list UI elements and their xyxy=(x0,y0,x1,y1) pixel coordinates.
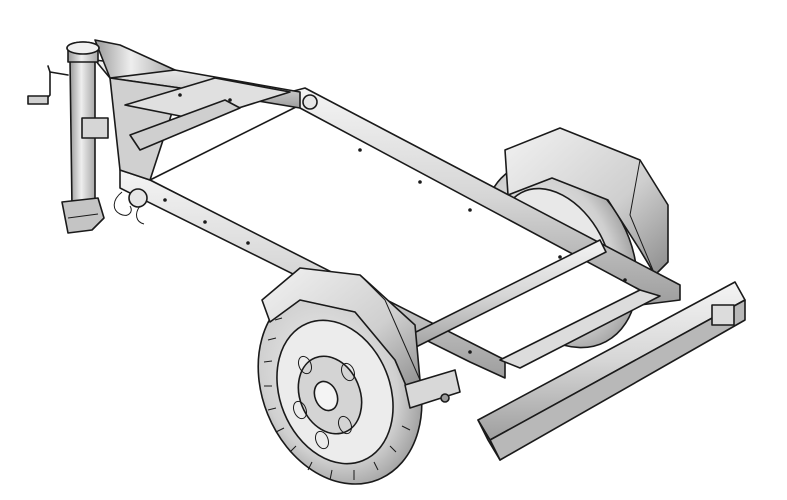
rear-bumper xyxy=(477,281,746,461)
hanger-bracket xyxy=(404,369,461,409)
safety-chain xyxy=(113,191,145,225)
tongue-jack xyxy=(27,41,109,234)
